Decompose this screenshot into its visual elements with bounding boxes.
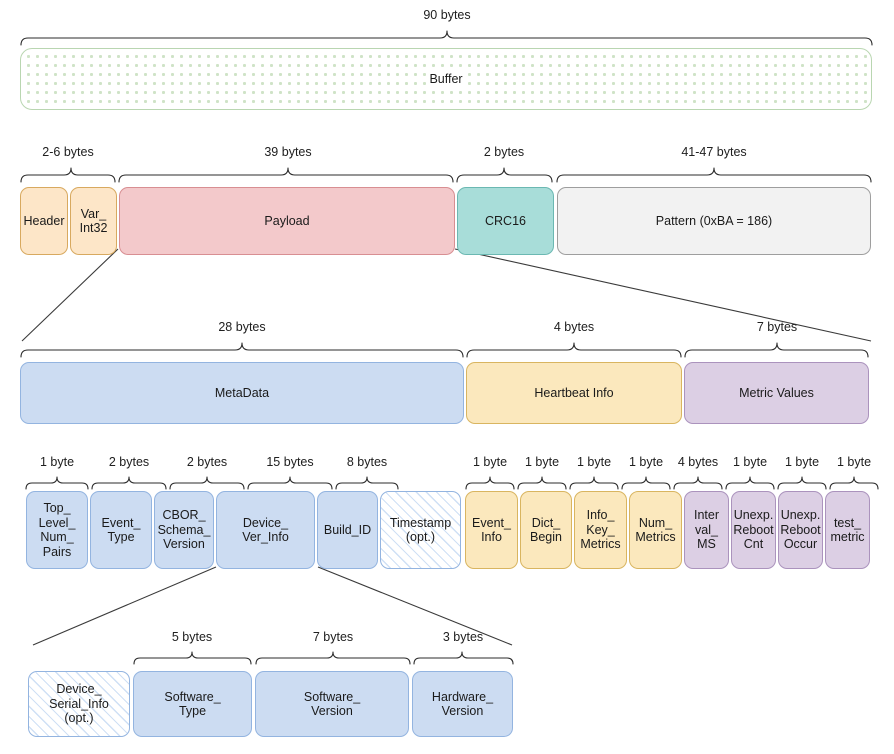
- block-dict-begin[interactable]: Dict_ Begin: [520, 491, 572, 569]
- block-cbor-schema-version[interactable]: CBOR_ Schema_ Version: [154, 491, 214, 569]
- block-var-int32[interactable]: Var_ Int32: [70, 187, 117, 255]
- caption-field-6: 1 byte: [524, 455, 560, 469]
- block-top-level-num-pairs[interactable]: Top_ Level_ Num_ Pairs: [26, 491, 88, 569]
- caption-field-11: 1 byte: [784, 455, 820, 469]
- caption-field-1: 2 bytes: [108, 455, 150, 469]
- block-label: Event_ Type: [101, 515, 141, 545]
- block-event-info[interactable]: Event_ Info: [465, 491, 518, 569]
- block-label: CRC16: [485, 213, 526, 228]
- caption-metric-values-bytes: 7 bytes: [756, 320, 798, 334]
- caption-metadata-bytes: 28 bytes: [218, 320, 266, 334]
- caption-pattern-bytes: 41-47 bytes: [681, 145, 747, 159]
- block-header[interactable]: Header: [20, 187, 68, 255]
- caption-header-bytes: 2-6 bytes: [42, 145, 94, 159]
- block-label: Event_ Info: [472, 515, 511, 545]
- block-label: Num_ Metrics: [635, 515, 676, 545]
- block-num-metrics[interactable]: Num_ Metrics: [629, 491, 682, 569]
- block-event-type[interactable]: Event_ Type: [90, 491, 152, 569]
- block-device-serial-info[interactable]: Device_ Serial_Info (opt.): [28, 671, 130, 737]
- block-device-ver-info[interactable]: Device_ Ver_Info: [216, 491, 315, 569]
- caption-buffer-bytes: 90 bytes: [423, 8, 471, 22]
- block-buffer[interactable]: Buffer: [20, 48, 872, 110]
- caption-hardware-version-bytes: 3 bytes: [442, 630, 484, 644]
- block-label: Device_ Ver_Info: [242, 515, 289, 545]
- block-label: Metric Values: [739, 385, 814, 400]
- block-label: Dict_ Begin: [530, 515, 562, 545]
- block-pattern[interactable]: Pattern (0xBA = 186): [557, 187, 871, 255]
- caption-field-9: 4 bytes: [677, 455, 719, 469]
- block-label: MetaData: [214, 385, 270, 400]
- block-label: CBOR_ Schema_ Version: [157, 508, 211, 552]
- block-label: Inter val_ MS: [693, 508, 719, 552]
- hatch-pattern: [29, 672, 129, 736]
- block-hardware-version[interactable]: Hardware_ Version: [412, 671, 513, 737]
- caption-field-0: 1 byte: [39, 455, 75, 469]
- caption-field-2: 2 bytes: [186, 455, 228, 469]
- caption-field-12: 1 byte: [836, 455, 872, 469]
- block-unexp-reboot-cnt[interactable]: Unexp. Reboot Cnt: [731, 491, 776, 569]
- block-label: Device_ Serial_Info (opt.): [49, 682, 109, 726]
- block-timestamp[interactable]: Timestamp (opt.): [380, 491, 461, 569]
- block-label: Heartbeat Info: [534, 385, 614, 400]
- block-label: Software_ Type: [164, 689, 221, 719]
- block-label: Hardware_ Version: [431, 689, 494, 719]
- block-label: Buffer: [426, 71, 466, 87]
- block-interval-ms[interactable]: Inter val_ MS: [684, 491, 729, 569]
- block-label: Unexp. Reboot Cnt: [733, 508, 774, 552]
- block-metadata[interactable]: MetaData: [20, 362, 464, 424]
- block-label: Top_ Level_ Num_ Pairs: [38, 501, 76, 559]
- caption-field-3: 15 bytes: [266, 455, 314, 469]
- block-label: Software_ Version: [303, 689, 361, 719]
- block-label: Build_ID: [323, 522, 372, 537]
- block-label: Header: [23, 213, 65, 228]
- block-info-key-metrics[interactable]: Info_ Key_ Metrics: [574, 491, 627, 569]
- caption-field-8: 1 byte: [628, 455, 664, 469]
- block-build-id[interactable]: Build_ID: [317, 491, 378, 569]
- caption-field-4: 8 bytes: [346, 455, 388, 469]
- block-test-metric[interactable]: test_ metric: [825, 491, 870, 569]
- caption-field-7: 1 byte: [576, 455, 612, 469]
- block-heartbeat-info[interactable]: Heartbeat Info: [466, 362, 682, 424]
- block-payload[interactable]: Payload: [119, 187, 455, 255]
- caption-crc16-bytes: 2 bytes: [483, 145, 525, 159]
- block-label: Pattern (0xBA = 186): [655, 213, 773, 228]
- block-label: Var_ Int32: [79, 206, 108, 236]
- block-label: Payload: [264, 213, 310, 228]
- caption-payload-bytes: 39 bytes: [264, 145, 312, 159]
- block-label: test_ metric: [830, 515, 865, 545]
- block-unexp-reboot-occur[interactable]: Unexp. Reboot Occur: [778, 491, 823, 569]
- block-label: Unexp. Reboot Occur: [780, 508, 821, 552]
- block-label: Info_ Key_ Metrics: [580, 508, 621, 552]
- block-software-type[interactable]: Software_ Type: [133, 671, 252, 737]
- hatch-pattern: [381, 492, 460, 568]
- block-crc16[interactable]: CRC16: [457, 187, 554, 255]
- caption-field-10: 1 byte: [732, 455, 768, 469]
- caption-software-type-bytes: 5 bytes: [171, 630, 213, 644]
- caption-heartbeat-bytes: 4 bytes: [553, 320, 595, 334]
- block-label: Timestamp (opt.): [389, 515, 452, 545]
- caption-field-5: 1 byte: [472, 455, 508, 469]
- caption-software-version-bytes: 7 bytes: [312, 630, 354, 644]
- block-software-version[interactable]: Software_ Version: [255, 671, 409, 737]
- block-metric-values[interactable]: Metric Values: [684, 362, 869, 424]
